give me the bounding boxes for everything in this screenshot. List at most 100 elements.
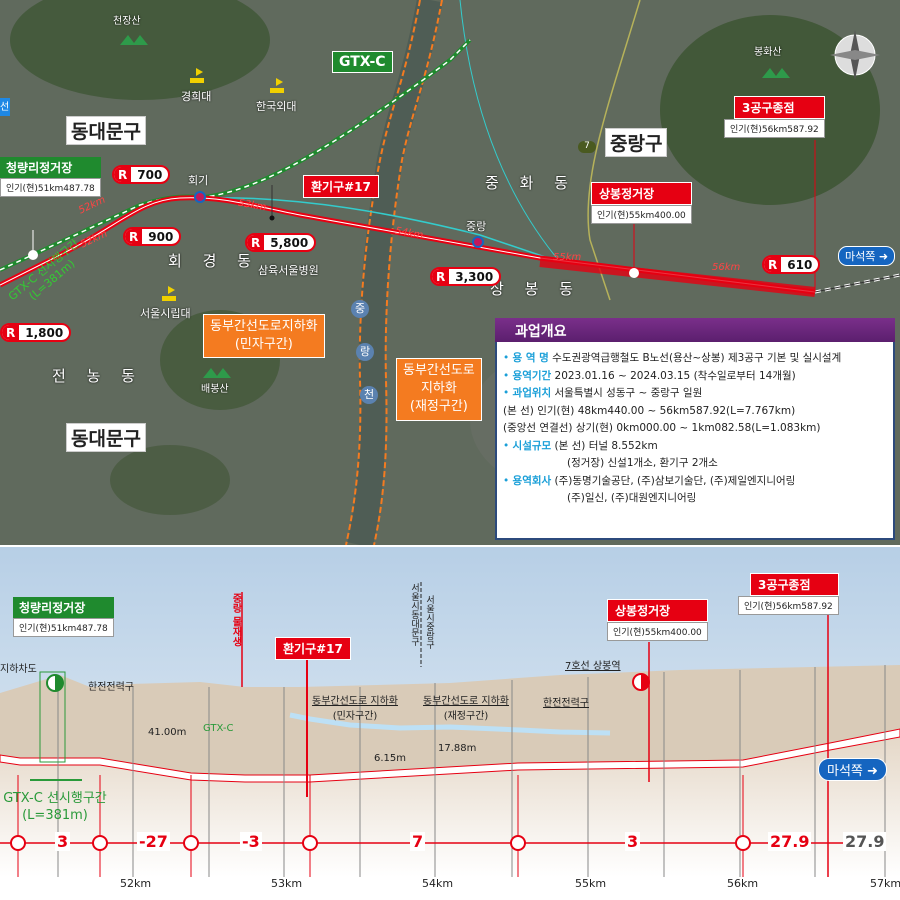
grade-label: 7: [410, 832, 426, 851]
km-tick: 52km: [120, 877, 152, 890]
label-hufs: 한국외대: [256, 100, 297, 113]
callout-title: 청량리정거장: [0, 157, 101, 178]
jungnangcheon-char: 랑: [356, 343, 374, 361]
boundary-jungnang: 서울시중랑구: [424, 595, 434, 649]
profile-sangbong-callout: 상봉정거장 인기(현)55km400.00: [607, 599, 708, 641]
road-private-section-callout: 동부간선도로지하화(민자구간): [203, 314, 325, 359]
station-hoegi: 회기: [188, 174, 209, 187]
overview-value: (정거장) 신설1개소, 환기구 2개소: [567, 457, 718, 469]
overview-key: 용역기간: [512, 369, 552, 382]
profile-vent-17-label: 환기구#17: [275, 637, 351, 660]
overview-row: (정거장) 신설1개소, 환기구 2개소: [503, 455, 887, 473]
end-point-callout: 3공구종점 인기(현)56km587.92: [724, 96, 825, 138]
km-tick: 57km: [870, 877, 900, 890]
callout-title: 3공구종점: [750, 573, 839, 596]
overview-rows: • 용 역 명 수도권광역급행철도 B노선(용산~상봉) 제3공구 기본 및 실…: [497, 342, 893, 516]
dong-jeonnong: 전 농 동: [52, 367, 143, 385]
road-public-profile-label: 동부간선도로 지하화(재정구간): [423, 696, 509, 722]
km-mark: 56km: [712, 262, 741, 273]
vent-17-label: 환기구#17: [303, 175, 379, 198]
jungnangcheon-char: 천: [360, 386, 378, 404]
grade-label: 27.9: [768, 832, 812, 851]
district-label-jungnang: 중랑구: [605, 128, 668, 157]
vip-circle: [510, 835, 526, 851]
overview-value: (주)동명기술공단, (주)삼보기술단, (주)제일엔지니어링: [554, 474, 796, 487]
line-badge-partial: 선: [0, 98, 10, 116]
overview-value: 상기(현) 0km000.00 ~ 1km082.58(L=1.083km): [575, 422, 821, 434]
depth-label: 17.88m: [438, 743, 477, 754]
callout-title: 상봉정거장: [607, 599, 708, 622]
overview-row: (주)일신, (주)대원엔지니어링: [503, 490, 887, 508]
dong-sangbong: 상 봉 동: [490, 280, 581, 298]
profile-cheongnyangni-callout: 청량리정거장 인기(현)51km487.78: [13, 597, 114, 637]
profile-maseok-direction: 마석쪽 ➜: [818, 758, 887, 781]
km-tick: 56km: [727, 877, 759, 890]
mountain-icon: [762, 68, 790, 78]
compass-icon: [830, 30, 880, 80]
longitudinal-profile: 청량리정거장 인기(현)51km487.78 상봉정거장 인기(현)55km40…: [0, 547, 900, 900]
grade-label: -27: [137, 832, 170, 851]
district-label-dongdaemun-2: 동대문구: [66, 423, 146, 452]
gtx-c-label: GTX-C: [332, 51, 393, 73]
station-jungnang: 중랑: [466, 220, 487, 233]
profile-end-point-callout: 3공구종점 인기(현)56km587.92: [738, 573, 839, 615]
overview-key: 시설규모: [512, 439, 552, 452]
overview-row: (중앙선 연결선) 상기(현) 0km000.00 ~ 1km082.58(L=…: [503, 420, 887, 438]
gtx-c-profile-label: GTX-C: [203, 723, 234, 734]
mountain-icon: [120, 35, 148, 45]
road-private-profile-label: 동부간선도로 지하화(민자구간): [312, 696, 398, 722]
overview-value: 2023.01.16 ~ 2024.03.15 (착수일로부터 14개월): [554, 369, 796, 382]
project-overview-panel: 과업개요 • 용 역 명 수도권광역급행철도 B노선(용산~상봉) 제3공구 기…: [495, 318, 895, 540]
profile-gtx-section-label: GTX-C 선시행구간(L=381m): [3, 791, 107, 823]
vip-circle: [10, 835, 26, 851]
callout-sub: 인기(현)51km487.78: [0, 178, 101, 197]
grade-label: 3: [625, 832, 641, 851]
label-uos: 서울시립대: [140, 307, 191, 320]
jungnangcheon-char: 중: [351, 300, 369, 318]
dong-hoegyeong: 회 경 동: [168, 252, 259, 270]
boundary-dongdaemun: 서울시동대문구: [409, 583, 419, 646]
maseok-direction-button: 마석쪽 ➜: [838, 246, 896, 266]
overview-key: 용역회사: [512, 474, 552, 487]
grade-label: -3: [240, 832, 262, 851]
km-tick: 54km: [422, 877, 454, 890]
overview-row: • 과업위치 서울특별시 성동구 ~ 중랑구 일원: [503, 387, 703, 399]
label-sahmyook-hospital: 삼육서울병원: [258, 264, 319, 277]
overview-key: 과업위치: [512, 387, 552, 399]
kepco-tunnel-label: 한전전력구: [88, 682, 134, 693]
callout-sub: 인기(현)51km487.78: [13, 618, 114, 637]
overview-sub: (중앙선 연결선): [503, 422, 573, 434]
callout-sub: 인기(현)56km587.92: [738, 596, 839, 615]
line7-badge: 7: [578, 141, 596, 153]
aerial-map: 동대문구 중랑구 동대문구 회 경 동 전 농 동 중 화 동 상 봉 동 천장…: [0, 0, 900, 545]
overview-value: (본 선) 터널 8.552km: [554, 439, 658, 452]
km-tick: 55km: [575, 877, 607, 890]
callout-title: 청량리정거장: [13, 597, 114, 618]
overview-value: (주)일신, (주)대원엔지니어링: [567, 492, 697, 504]
vertical-red-label: 중랑 물재생: [230, 593, 241, 647]
vip-circle: [92, 835, 108, 851]
vip-circle: [183, 835, 199, 851]
km-mark: 55km: [553, 252, 582, 263]
district-label-dongdaemun: 동대문구: [66, 116, 146, 145]
mountain-bonghwa: 봉화산: [754, 47, 782, 58]
overview-value: 서울특별시 성동구 ~ 중랑구 일원: [554, 387, 703, 399]
overview-value: 인기(현) 48km440.00 ~ 56km587.92(L=7.767km): [537, 404, 796, 417]
callout-sub: 인기(현)55km400.00: [591, 205, 692, 224]
line7-sangbong-label: 7호선 상봉역: [565, 661, 621, 672]
overview-row: • 용역회사 (주)동명기술공단, (주)삼보기술단, (주)제일엔지니어링: [503, 474, 796, 487]
vip-circle: [302, 835, 318, 851]
kepco-tunnel-label: 한전전력구: [543, 698, 589, 709]
road-tunnel: [289, 712, 611, 736]
dong-junghwa: 중 화 동: [485, 174, 576, 192]
overview-sub: (본 선): [503, 404, 534, 417]
underpass-label: 지하차도: [0, 664, 37, 675]
overview-title: 과업개요: [495, 318, 895, 342]
callout-title: 상봉정거장: [591, 182, 692, 205]
mountain-baebong: 배봉산: [201, 384, 229, 395]
overview-row: • 용 역 명 수도권광역급행철도 B노선(용산~상봉) 제3공구 기본 및 실…: [503, 352, 842, 364]
